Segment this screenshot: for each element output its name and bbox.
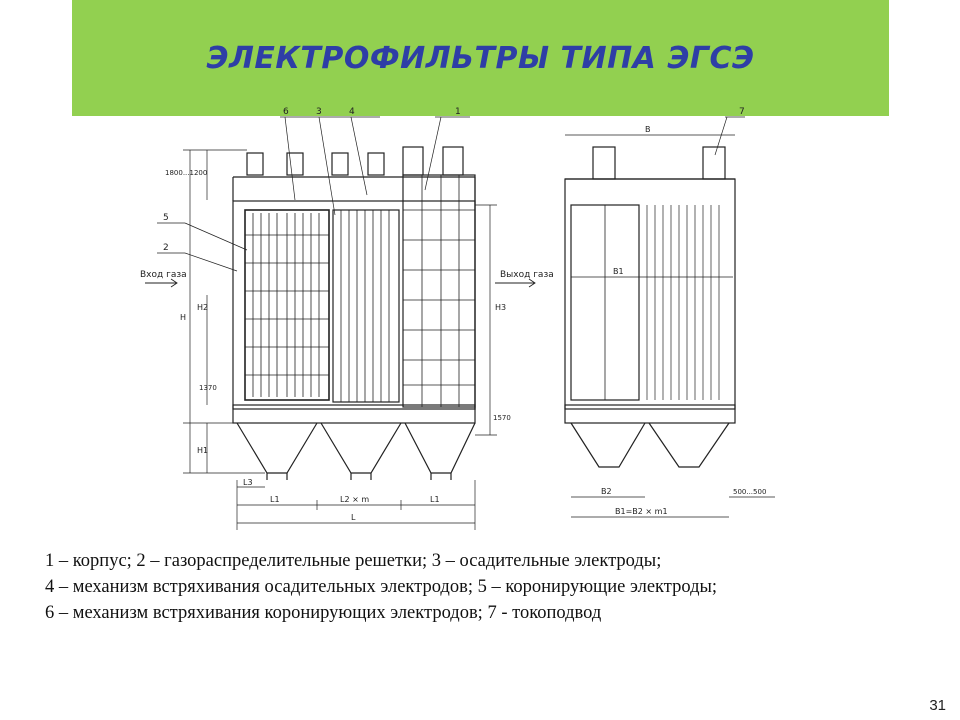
front-view: 6 3 4 1 5 2 Вход газа Выход газа 1800...… [140, 107, 554, 530]
dim-h: H [180, 313, 186, 322]
legend-line-2: 4 – механизм встряхивания осадительных э… [45, 577, 718, 597]
dim-b: B [645, 125, 651, 134]
electrofilter-drawing: 6 3 4 1 5 2 Вход газа Выход газа 1800...… [135, 105, 795, 530]
legend-line-3: 6 – механизм встряхивания коронирующих э… [45, 603, 602, 623]
callout-1: 1 [455, 107, 461, 117]
dim-l3: L3 [243, 478, 253, 487]
dim-500: 500...500 [733, 488, 766, 496]
dim-h2: H2 [197, 303, 208, 312]
dim-b1: B1 [613, 267, 624, 276]
callout-5: 5 [163, 213, 169, 223]
callout-2: 2 [163, 243, 169, 253]
title-band: ЭЛЕКТРОФИЛЬТРЫ ТИПА ЭГСЭ [72, 0, 889, 116]
outlet-label: Выход газа [500, 270, 554, 280]
dim-l: L [351, 513, 356, 522]
inlet-label: Вход газа [140, 270, 187, 280]
dim-b2: B2 [601, 487, 612, 496]
dim-1570: 1570 [493, 414, 511, 422]
dim-top: 1800...1200 [165, 169, 207, 177]
dim-h1: H1 [197, 446, 208, 455]
callout-7: 7 [739, 107, 745, 117]
slide-title: ЭЛЕКТРОФИЛЬТРЫ ТИПА ЭГСЭ [206, 40, 755, 76]
callout-3: 3 [316, 107, 322, 117]
dim-h3: H3 [495, 303, 506, 312]
dim-l2: L2 × m [340, 495, 369, 504]
callout-4: 4 [349, 107, 355, 117]
dim-l1a: L1 [270, 495, 280, 504]
callout-6: 6 [283, 107, 289, 117]
legend: 1 – корпус; 2 – газораспределительные ре… [45, 548, 925, 626]
legend-line-1: 1 – корпус; 2 – газораспределительные ре… [45, 551, 662, 571]
dim-1370: 1370 [199, 384, 217, 392]
side-view: 7 B B1 B2 B1=B2 × m1 500...500 [564, 107, 775, 518]
page-number: 31 [929, 697, 946, 714]
dim-b1b2: B1=B2 × m1 [615, 507, 668, 516]
dim-l1b: L1 [430, 495, 440, 504]
